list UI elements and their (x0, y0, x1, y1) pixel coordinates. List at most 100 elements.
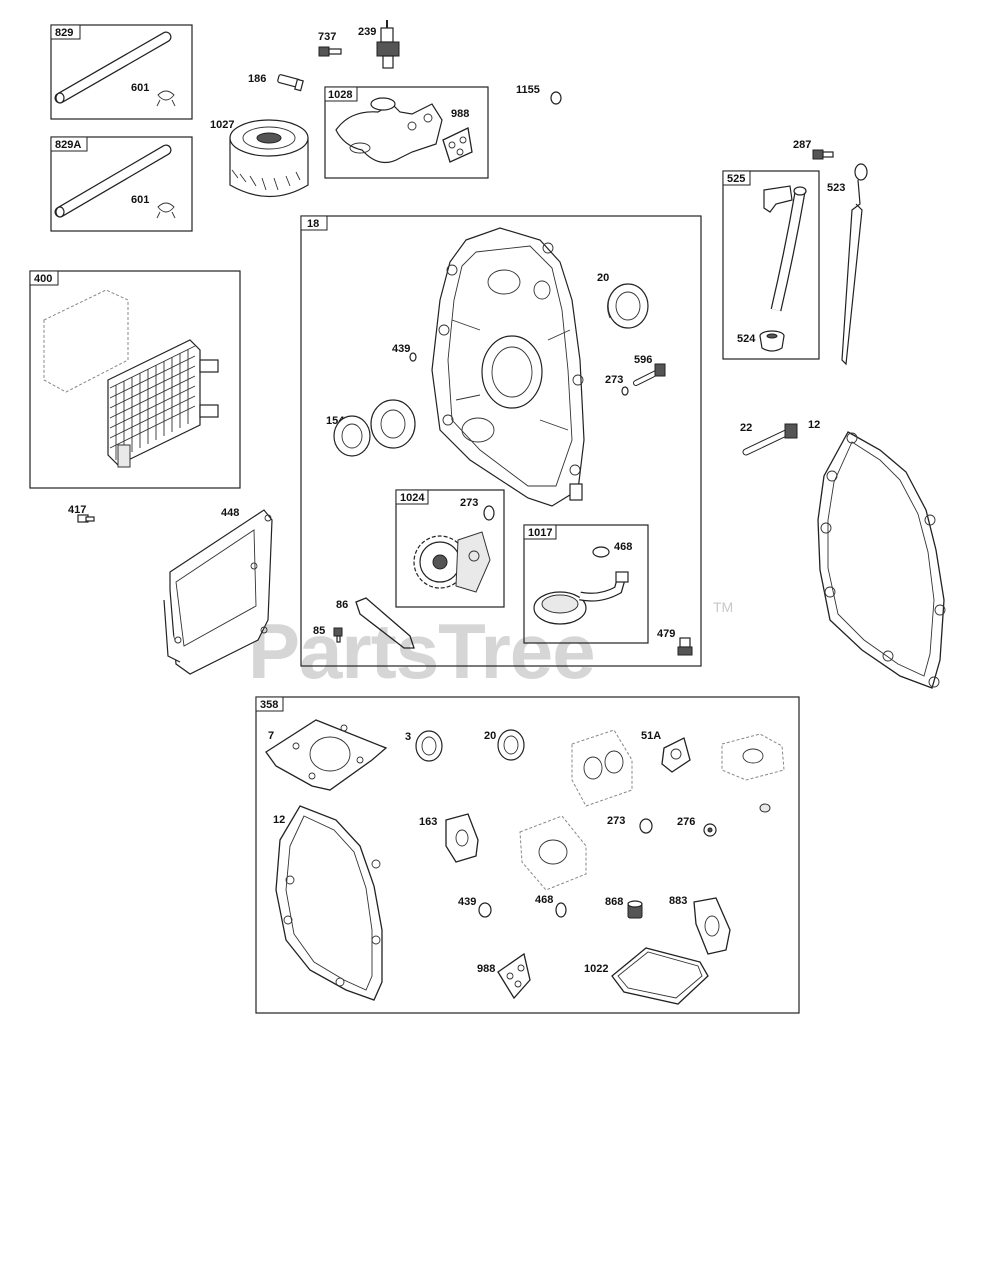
oil-pump-icon (413, 531, 491, 593)
gasket-icon (693, 897, 731, 955)
bolt-icon (633, 363, 666, 386)
label-479: 479 (657, 628, 675, 640)
washer-icon (703, 823, 717, 837)
crankcase-cover-icon (431, 227, 585, 507)
box-tag-1028: 1028 (328, 89, 352, 101)
intake-gasket-icon (571, 729, 633, 807)
label-273-a: 273 (605, 374, 623, 386)
label-1027: 1027 (210, 119, 234, 131)
clamp-icon (156, 90, 176, 107)
o-ring-icon (409, 352, 417, 362)
head-gasket-icon (265, 719, 388, 791)
grommet-icon (759, 330, 785, 352)
kit-box-829[interactable]: 829 601 (50, 24, 193, 120)
label-239: 239 (358, 26, 376, 38)
exhaust-gasket-icon (519, 815, 587, 891)
label-601-b: 601 (131, 194, 149, 206)
box-tag-525: 525 (727, 173, 745, 185)
gasket-icon (442, 127, 473, 163)
box-tag-400: 400 (34, 273, 52, 285)
gasket-icon (355, 597, 415, 649)
bearing-icon (333, 399, 416, 457)
label-1155: 1155 (516, 84, 540, 96)
kit-box-358[interactable]: 358 7 3 20 51A (255, 696, 800, 1014)
screw-icon (333, 627, 343, 643)
crankcase-gasket-icon (817, 431, 946, 689)
label-601-a: 601 (131, 82, 149, 94)
label-3: 3 (405, 731, 411, 743)
kit-box-18[interactable]: 18 20 439 596 (300, 215, 702, 667)
label-20-b: 20 (484, 730, 496, 742)
kit-box-1028[interactable]: 1028 988 (324, 86, 489, 179)
kit-box-400[interactable]: 400 (29, 270, 241, 489)
oil-seal-icon (497, 729, 525, 761)
label-439-a: 439 (392, 343, 410, 355)
label-186: 186 (248, 73, 266, 85)
oil-filter-icon (229, 119, 309, 198)
watermark-tm: TM (713, 599, 733, 615)
oil-seal-icon (607, 283, 649, 329)
label-439-b: 439 (458, 896, 476, 908)
label-868: 868 (605, 896, 623, 908)
label-86: 86 (336, 599, 348, 611)
bolt-icon (318, 46, 342, 57)
box-tag-18: 18 (307, 218, 319, 230)
label-1022: 1022 (584, 963, 608, 975)
gasket-icon (497, 952, 531, 1000)
label-988-top: 988 (451, 108, 469, 120)
label-524: 524 (737, 333, 756, 345)
o-ring-icon (639, 818, 653, 834)
valve-seal-icon (627, 900, 643, 919)
fitting-icon (277, 74, 304, 92)
label-988-b: 988 (477, 963, 495, 975)
dipstick-icon (841, 163, 868, 366)
box-tag-829a: 829A (55, 139, 81, 151)
o-ring-icon (621, 386, 629, 396)
label-883: 883 (669, 895, 687, 907)
box-tag-1024: 1024 (400, 492, 425, 504)
kit-box-1017[interactable]: 1017 468 (523, 524, 649, 644)
tube-icon (54, 144, 172, 218)
label-85: 85 (313, 625, 325, 637)
label-20-a: 20 (597, 272, 609, 284)
oil-filter-adapter-icon (335, 97, 443, 164)
label-273-c: 273 (607, 815, 625, 827)
label-468-b: 468 (535, 894, 553, 906)
o-ring-icon (478, 902, 492, 918)
oil-pressure-switch-icon (376, 20, 400, 69)
label-12-a: 12 (808, 419, 820, 431)
label-51a: 51A (641, 730, 661, 742)
carburetor-gasket-icon (721, 733, 785, 781)
label-12-b: 12 (273, 814, 285, 826)
label-448: 448 (221, 507, 239, 519)
box-tag-829: 829 (55, 27, 73, 39)
label-287: 287 (793, 139, 811, 151)
kit-box-525[interactable]: 525 524 (722, 170, 820, 360)
kit-box-1024[interactable]: 1024 273 (395, 489, 505, 608)
o-ring-icon (483, 505, 495, 521)
dipstick-tube-icon (763, 185, 807, 312)
clamp-icon (156, 202, 176, 219)
tube-icon (54, 31, 172, 104)
label-163: 163 (419, 816, 437, 828)
label-523: 523 (827, 182, 845, 194)
gasket-icon (661, 737, 691, 773)
label-273-b: 273 (460, 497, 478, 509)
valve-cover-gasket-icon (611, 947, 709, 1005)
label-596: 596 (634, 354, 652, 366)
box-tag-1017: 1017 (528, 527, 552, 539)
gasket-icon (445, 813, 479, 863)
label-7: 7 (268, 730, 274, 742)
o-ring-icon (759, 803, 771, 813)
screw-icon (77, 514, 95, 523)
oil-cooler-icon (43, 289, 219, 468)
kit-box-829a[interactable]: 829A 601 (50, 136, 193, 232)
crankcase-gasket-icon (275, 805, 383, 1001)
bolt-icon (742, 423, 798, 456)
washer-icon (550, 91, 562, 105)
mounting-bracket-icon (163, 509, 273, 675)
o-ring-icon (555, 902, 567, 918)
o-ring-icon (592, 546, 610, 558)
box-tag-358: 358 (260, 699, 278, 711)
